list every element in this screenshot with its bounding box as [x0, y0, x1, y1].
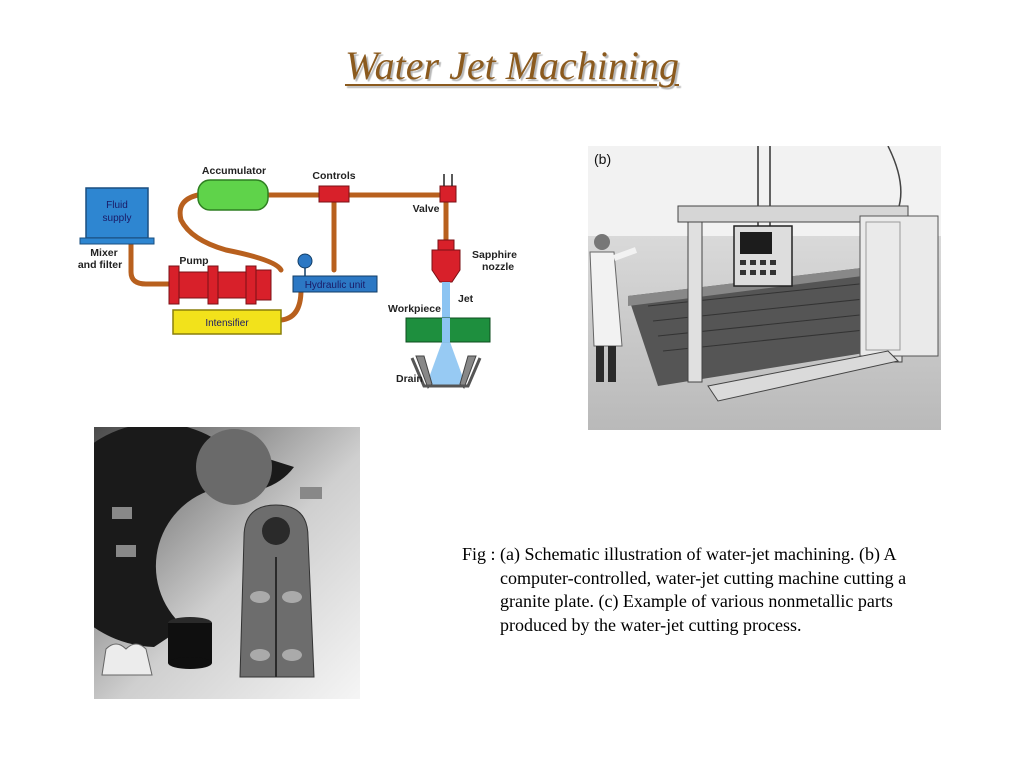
page-title: Water Jet Machining	[344, 43, 679, 88]
pipe-accumulator-to-pump	[177, 192, 284, 273]
water-jet-schematic: Fluid supply Mixer and filter Accumulato…	[78, 165, 517, 389]
nonmetallic-parts-photo	[94, 427, 360, 699]
water-jet	[442, 282, 450, 318]
valve-box	[439, 185, 457, 203]
jet-spray	[426, 342, 466, 386]
cylinder-part	[168, 623, 212, 663]
mixer-label-1: Mixer	[90, 247, 117, 259]
figure-caption: Fig : (a) Schematic illustration of wate…	[462, 544, 907, 635]
nozzle-body	[437, 239, 455, 251]
mixer-label-2: and filter	[78, 259, 122, 271]
pressure-gauge-icon	[297, 253, 313, 269]
accumulator-tank	[197, 179, 269, 211]
fluid-supply-base	[79, 237, 155, 245]
hydraulic-unit-box	[292, 275, 378, 293]
jet-label: Jet	[458, 293, 474, 305]
drain-label: Drain	[396, 373, 423, 385]
controls-box	[318, 185, 350, 203]
small-profile-part	[101, 643, 153, 676]
pipe-supply-to-pump	[128, 240, 176, 287]
water-jet-machine-photo: (b)	[588, 146, 941, 430]
pump-label: Pump	[179, 255, 208, 267]
pump	[168, 265, 272, 305]
valve-label: Valve	[413, 203, 440, 215]
fluid-supply-label-2: supply	[103, 213, 132, 224]
intensifier-box	[172, 309, 282, 335]
controls-label: Controls	[312, 170, 355, 182]
operator-figure	[589, 234, 638, 382]
drain-funnel	[410, 357, 482, 388]
photo-b-tag: (b)	[594, 151, 611, 167]
sapphire-nozzle	[431, 249, 461, 283]
hydraulic-unit-label: Hydraulic unit	[305, 280, 366, 291]
accumulator-label: Accumulator	[202, 165, 266, 177]
intensifier-label: Intensifier	[205, 318, 249, 329]
sapphire-label-1: Sapphire	[472, 249, 517, 261]
sapphire-label-2: nozzle	[482, 261, 514, 273]
workpiece-label: Workpiece	[388, 303, 441, 315]
fluid-supply-label-1: Fluid	[106, 200, 128, 211]
pipe-hydraulic-to-intensifier	[278, 287, 304, 323]
